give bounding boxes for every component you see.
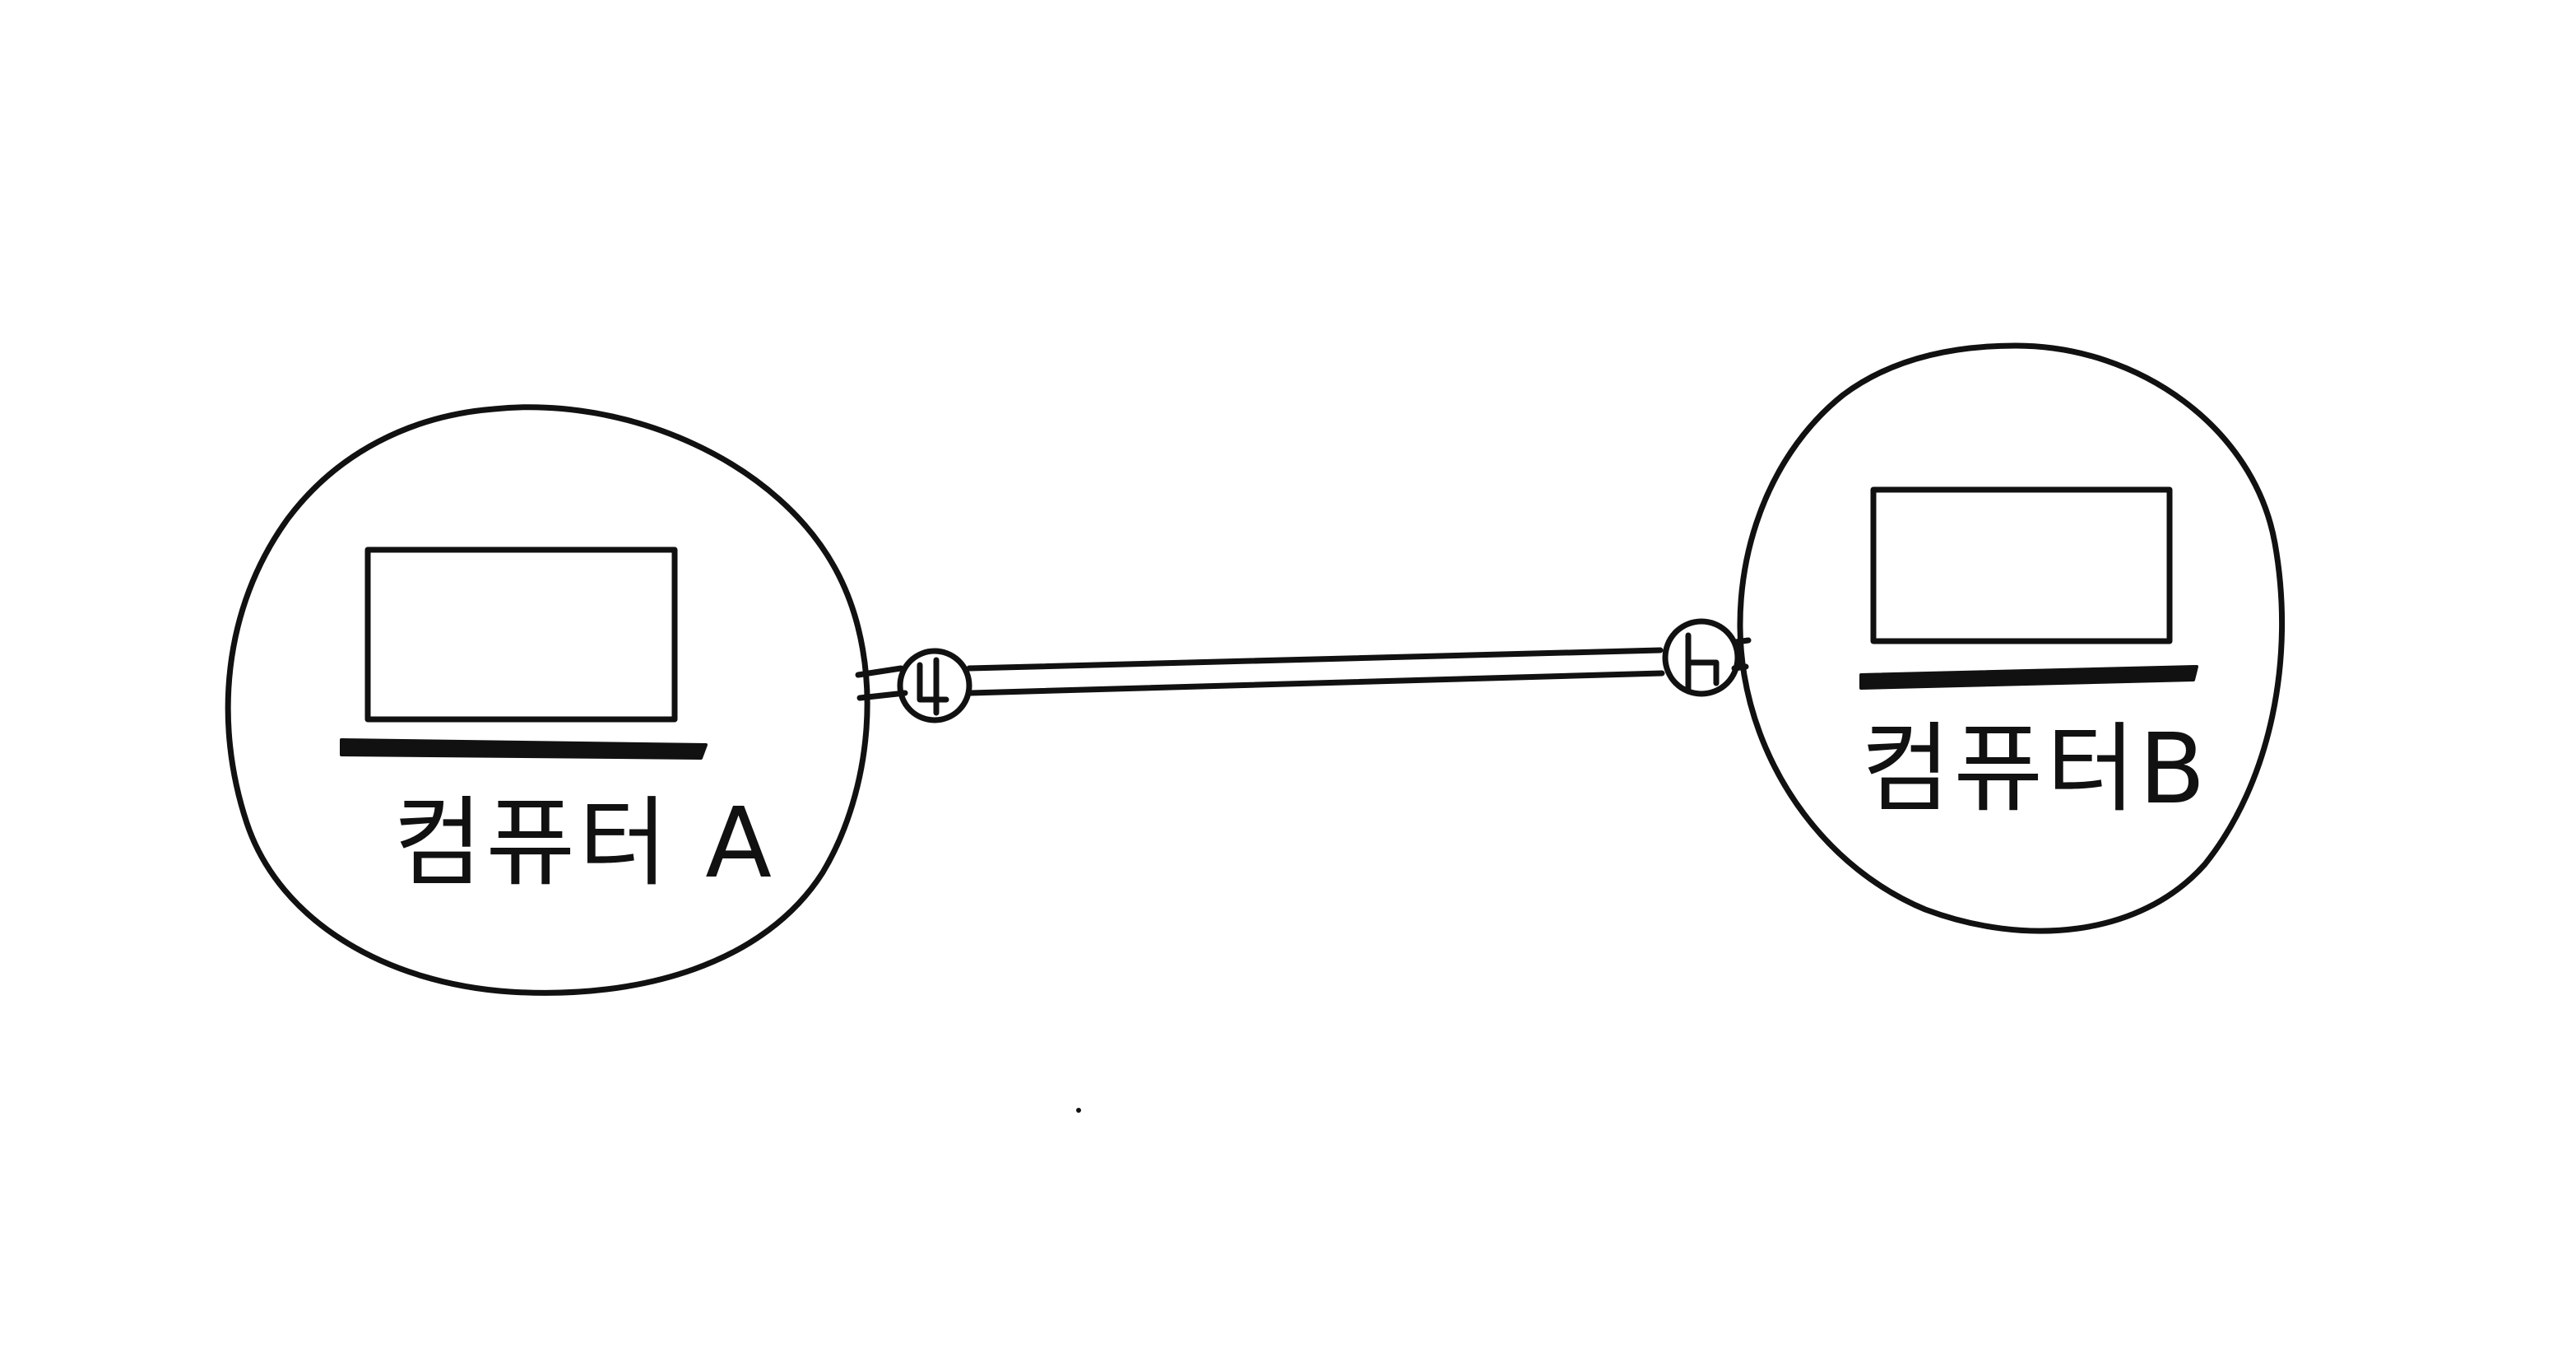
laptop-a-keyboard [340, 738, 708, 760]
link-stub-b [1731, 637, 1752, 672]
ink-dot [1076, 1108, 1081, 1113]
laptop-b-keyboard [1859, 665, 2198, 690]
port-plug-icon [897, 648, 972, 723]
connection-link [855, 618, 1752, 723]
node-b-circle [1737, 342, 2286, 934]
node-b-label: 컴퓨터B [1861, 712, 2209, 826]
cable-line [966, 647, 1665, 696]
laptop-b-screen [1870, 486, 2173, 644]
laptop-a-screen [364, 546, 678, 723]
node-a-label: 컴퓨터 A [393, 786, 775, 900]
link-stub-a [855, 665, 908, 701]
node-computer-a: 컴퓨터 A [225, 404, 870, 996]
laptop-icon [1859, 486, 2198, 690]
node-a-circle [225, 404, 870, 996]
node-computer-b: 컴퓨터B [1737, 342, 2286, 934]
port-plug-icon [1662, 618, 1741, 697]
laptop-icon [340, 546, 708, 760]
